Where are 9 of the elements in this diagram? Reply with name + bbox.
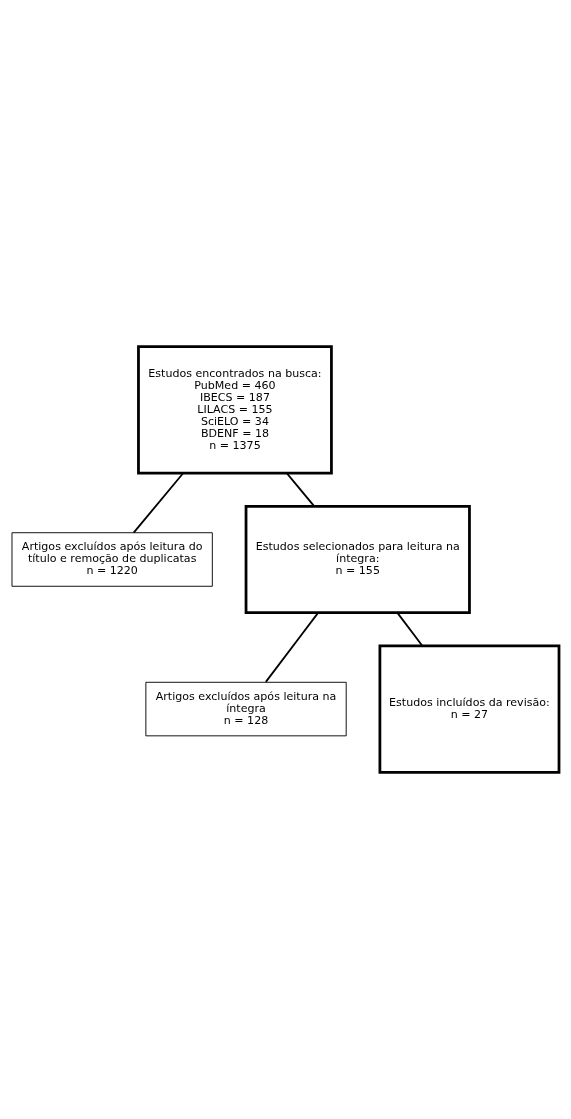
node-box: Estudos encontrados na busca: PubMed = 460 IBECS = 187 LILACS = 155 SciELO = 34 BDENF = 18 n = 1375 [137, 345, 333, 475]
connector [132, 472, 184, 534]
connector [286, 472, 316, 507]
node-box: Estudos incluídos da revisão: n = 27 [378, 644, 561, 774]
connector [396, 612, 424, 647]
node-box: Artigos excluídos após leitura na íntegra n = 128 [145, 681, 347, 737]
node-box: Estudos selecionados para leitura na íntegra: n = 155 [244, 505, 471, 614]
connector [264, 612, 319, 683]
node-box: Artigos excluídos após leitura do título e remoção de duplicatas n = 1220 [11, 532, 213, 587]
